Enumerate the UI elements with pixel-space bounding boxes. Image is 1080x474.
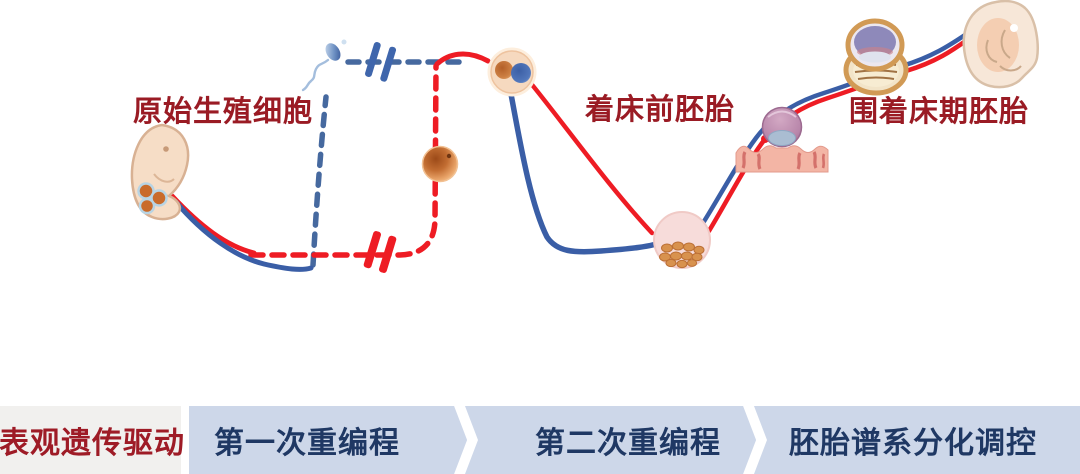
fetus-right-illustration [962,0,1039,89]
timeline-label-first-reprogramming: 第一次重编程 [214,427,400,460]
maternal-solid-to-zygote [434,51,491,67]
maternal-solid-left [169,193,257,256]
timeline-label-epigenetic-drive: 表观遗传驱动 [0,427,185,460]
blastocyst-icon [653,211,711,269]
maternal-solid-valley [526,78,655,236]
fetus-with-pgc-illustration [130,123,190,221]
label-preimplantation-embryo: 着床前胚胎 [585,94,736,126]
paternal-dashed-vertical [310,94,329,268]
label-periimplantation-embryo: 围着床期胚胎 [849,96,1030,128]
maternal-break-mark-icon [363,231,397,273]
timeline-segment-blue-band [189,406,1080,474]
timeline-segment-epigenetic-drive [0,406,181,474]
implantation-icon [735,106,829,173]
sperm-icon [301,39,347,92]
development-curves-canvas [130,0,1039,273]
paternal-break-mark-icon [365,42,397,82]
oocyte-icon [421,145,459,183]
label-primordial-germ-cells: 原始生殖细胞 [133,96,314,128]
embryonic-solid-paths [169,32,970,272]
germline-dashed-paths [248,59,465,268]
maternal-dashed-route [248,63,439,258]
timeline-label-second-reprogramming: 第二次重编程 [535,427,721,460]
timeline-label-lineage-differentiation: 胚胎谱系分化调控 [789,427,1037,460]
maternal-solid-rise [706,37,970,234]
paternal-solid-left [173,199,314,272]
egg-cylinder-icon [843,18,909,96]
zygote-icon [487,47,537,97]
paternal-solid-valley [508,91,669,255]
timeline-bar: 表观遗传驱动 第一次重编程 第二次重编程 胚胎谱系分化调控 [0,406,1080,474]
